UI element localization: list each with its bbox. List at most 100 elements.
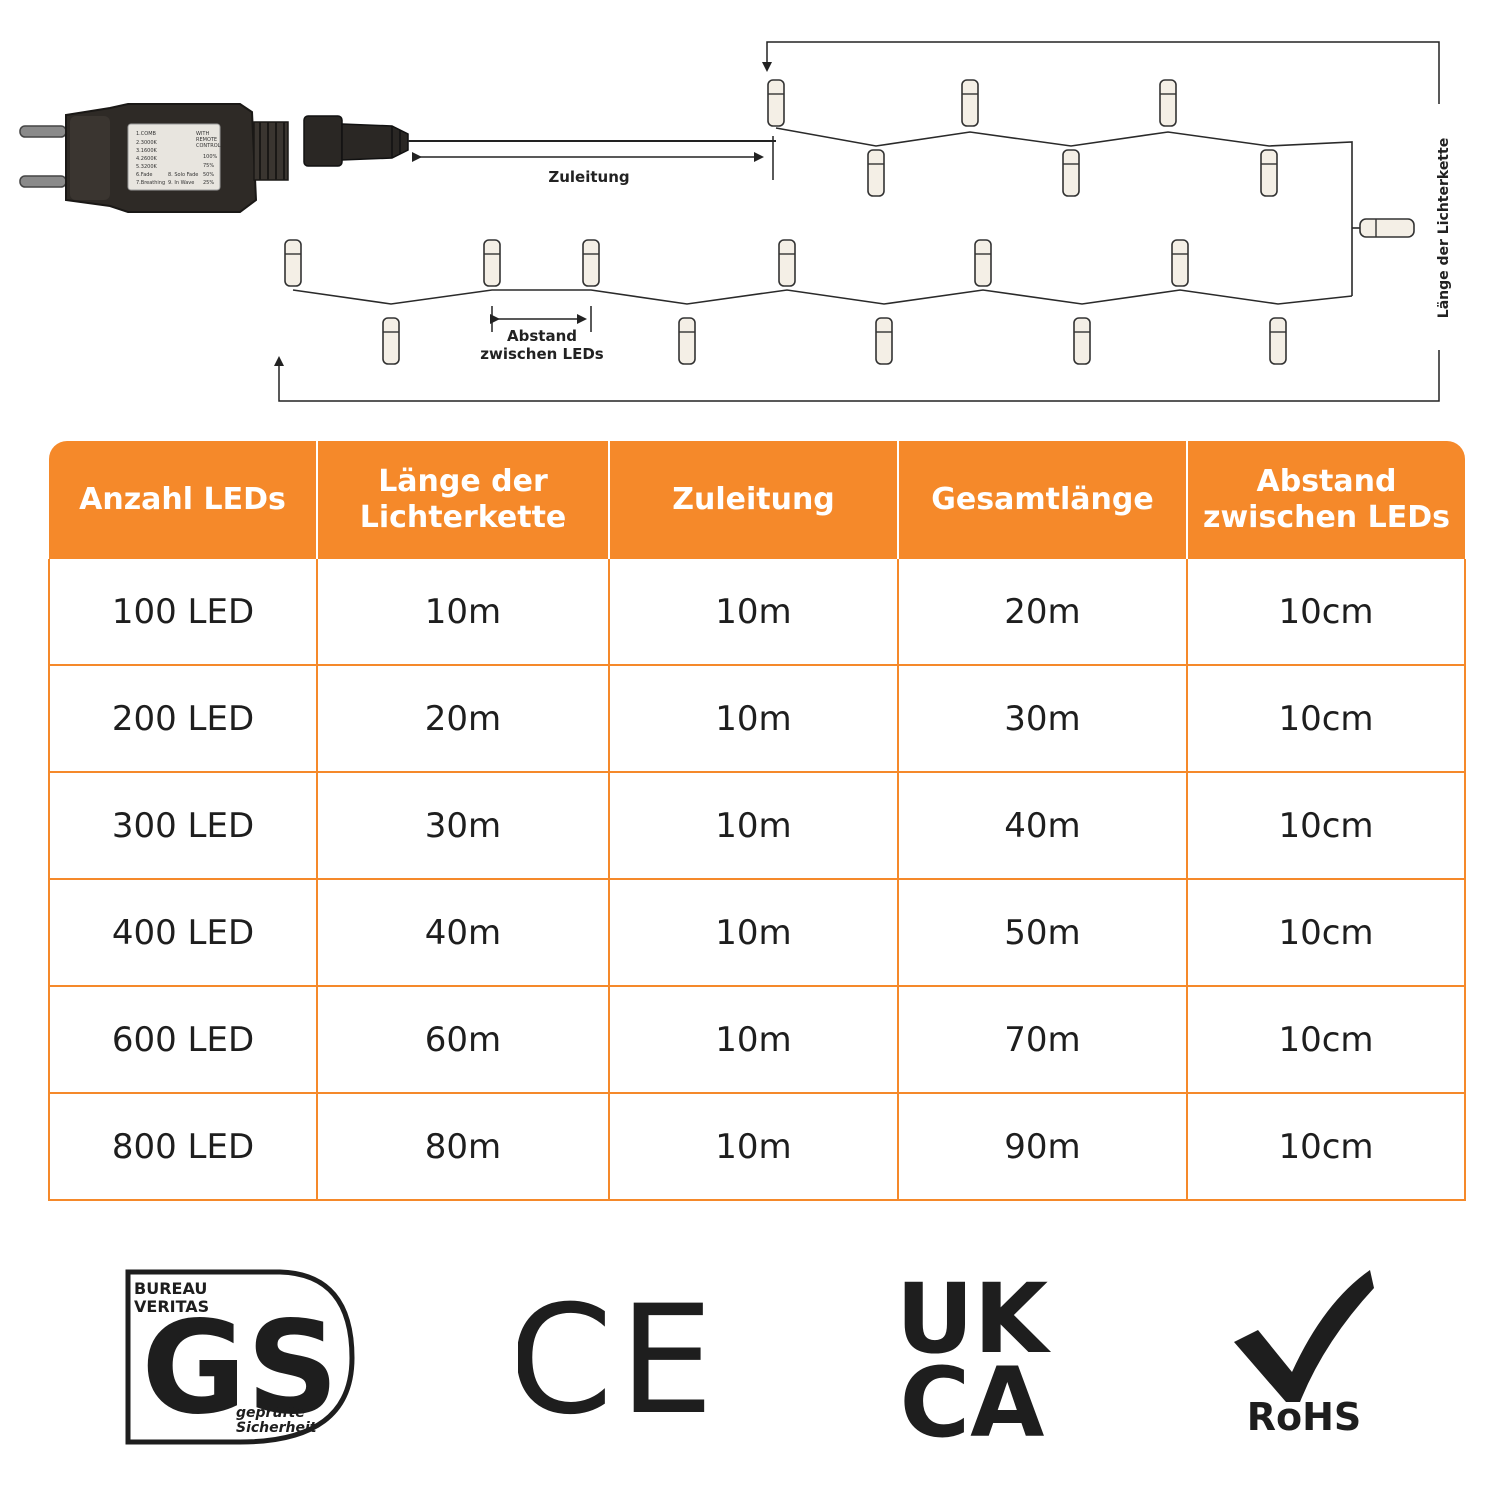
adapter-label-mode-9: 9. In Wave	[168, 180, 194, 186]
table-row: 400 LED 40m 10m 50m 10cm	[48, 879, 1466, 987]
cell-total-length: 20m	[897, 559, 1187, 666]
chain-wire-segment	[292, 289, 1353, 305]
cell-led-count: 800 LED	[48, 1093, 317, 1201]
header-lead-cable: Zuleitung	[609, 441, 899, 559]
gs-logo-sub2: Sicherheit	[236, 1420, 318, 1436]
chain-length-label: Länge der Lichterkette	[1436, 138, 1452, 318]
led-bulb	[1260, 149, 1278, 197]
cell-total-length: 30m	[897, 665, 1187, 773]
cell-led-spacing: 10cm	[1186, 879, 1466, 987]
gs-logo-line2: VERITAS	[134, 1297, 209, 1316]
led-bulb	[483, 239, 501, 287]
cell-lead-cable: 10m	[608, 1093, 898, 1201]
adapter-label-remote-2: REMOTE	[196, 137, 217, 143]
led-bulb	[678, 317, 696, 365]
cell-chain-length: 10m	[316, 559, 609, 666]
light-chain-diagram: 1.COMB 2.3000K 3.1600K 4.2600K 5.3200K 6…	[19, 41, 1452, 402]
adapter-label-mode-4: 4.2600K	[136, 156, 157, 162]
ukca-certification-logo: UK CA	[882, 1262, 1072, 1452]
gs-certification-logo: BUREAU VERITAS GS geprüfte Sicherheit	[120, 1262, 360, 1452]
cell-chain-length: 80m	[316, 1093, 609, 1201]
gs-logo-line1: BUREAU	[134, 1279, 207, 1298]
cell-total-length: 40m	[897, 772, 1187, 880]
adapter-side-panel	[70, 116, 110, 200]
cell-chain-length: 60m	[316, 986, 609, 1094]
header-led-count: Anzahl LEDs	[49, 441, 318, 559]
led-bulb	[875, 317, 893, 365]
cell-total-length: 70m	[897, 986, 1187, 1094]
spacing-label-line2: zwischen LEDs	[480, 345, 604, 363]
table-row: 600 LED 60m 10m 70m 10cm	[48, 986, 1466, 1094]
rohs-certification-logo: RoHS	[1224, 1262, 1384, 1452]
cell-lead-cable: 10m	[608, 559, 898, 666]
spacing-label-line1: Abstand	[507, 327, 577, 345]
led-bulb	[961, 79, 979, 127]
table-row: 800 LED 80m 10m 90m 10cm	[48, 1093, 1466, 1201]
rohs-logo-mark: RoHS	[1247, 1395, 1362, 1439]
cell-lead-cable: 10m	[608, 772, 898, 880]
cell-total-length: 50m	[897, 879, 1187, 987]
cell-led-count: 200 LED	[48, 665, 317, 773]
ukca-logo-line1: UK	[896, 1263, 1052, 1375]
table-header-row: Anzahl LEDs Länge der Lichterkette Zulei…	[49, 441, 1465, 559]
cell-lead-cable: 10m	[608, 986, 898, 1094]
led-bulb	[974, 239, 992, 287]
plug-prong-top	[19, 125, 67, 138]
led-bulb	[1359, 218, 1415, 238]
led-bulb	[1062, 149, 1080, 197]
led-bulb	[582, 239, 600, 287]
spec-table: Anzahl LEDs Länge der Lichterkette Zulei…	[48, 441, 1466, 1201]
cell-led-count: 600 LED	[48, 986, 317, 1094]
adapter-label-level-3: 50%	[203, 172, 214, 178]
cell-chain-length: 40m	[316, 879, 609, 987]
header-led-spacing: Abstand zwischen LEDs	[1187, 441, 1465, 559]
adapter-label-mode-5: 5.3200K	[136, 164, 157, 170]
chain-length-frame-top	[762, 41, 1440, 104]
adapter-label-remote-3: CONTROL	[196, 143, 221, 149]
spacing-dimension	[490, 306, 592, 332]
adapter-label-panel	[127, 123, 221, 191]
table-row: 300 LED 30m 10m 40m 10cm	[48, 772, 1466, 880]
gs-logo-sub1: geprüfte	[236, 1405, 305, 1421]
table-row: 100 LED 10m 10m 20m 10cm	[48, 559, 1466, 666]
adapter-label-mode-6: 6.Fade	[136, 172, 153, 178]
plug-prong-bottom	[19, 175, 67, 188]
cell-lead-cable: 10m	[608, 665, 898, 773]
adapter-label-remote-1: WITH	[196, 131, 209, 137]
adapter-threaded-socket	[253, 121, 289, 181]
header-chain-length: Länge der Lichterkette	[317, 441, 610, 559]
cell-chain-length: 20m	[316, 665, 609, 773]
ce-logo-mark: CE	[518, 1274, 718, 1448]
led-bulb	[778, 239, 796, 287]
cell-total-length: 90m	[897, 1093, 1187, 1201]
adapter-label-mode-7: 7.Breathing	[136, 180, 165, 186]
chain-length-frame-bottom	[274, 350, 1440, 402]
table-row: 200 LED 20m 10m 30m 10cm	[48, 665, 1466, 773]
cable-connector	[303, 115, 409, 167]
adapter-label-level-2: 75%	[203, 163, 214, 169]
led-bulb	[1269, 317, 1287, 365]
lead-cable-label: Zuleitung	[548, 168, 629, 186]
gs-logo-mark: GS	[141, 1294, 338, 1443]
led-bulb	[1073, 317, 1091, 365]
checkmark-icon	[1234, 1270, 1374, 1402]
cell-led-spacing: 10cm	[1186, 665, 1466, 773]
chain-wire	[292, 127, 1360, 305]
cell-led-spacing: 10cm	[1186, 986, 1466, 1094]
cell-chain-length: 30m	[316, 772, 609, 880]
adapter-label-level-4: 25%	[203, 180, 214, 186]
adapter-label-mode-2: 2.3000K	[136, 140, 157, 146]
cell-led-count: 100 LED	[48, 559, 317, 666]
led-bulb	[284, 239, 302, 287]
adapter-label-mode-1: 1.COMB	[136, 131, 157, 137]
power-adapter: 1.COMB 2.3000K 3.1600K 4.2600K 5.3200K 6…	[19, 103, 289, 213]
led-bulb	[1159, 79, 1177, 127]
cell-led-spacing: 10cm	[1186, 1093, 1466, 1201]
led-bulb	[867, 149, 885, 197]
cell-led-spacing: 10cm	[1186, 559, 1466, 666]
adapter-label-mode-3: 3.1600K	[136, 148, 157, 154]
cell-lead-cable: 10m	[608, 879, 898, 987]
cell-led-spacing: 10cm	[1186, 772, 1466, 880]
adapter-label-level-1: 100%	[203, 154, 218, 160]
cell-led-count: 300 LED	[48, 772, 317, 880]
